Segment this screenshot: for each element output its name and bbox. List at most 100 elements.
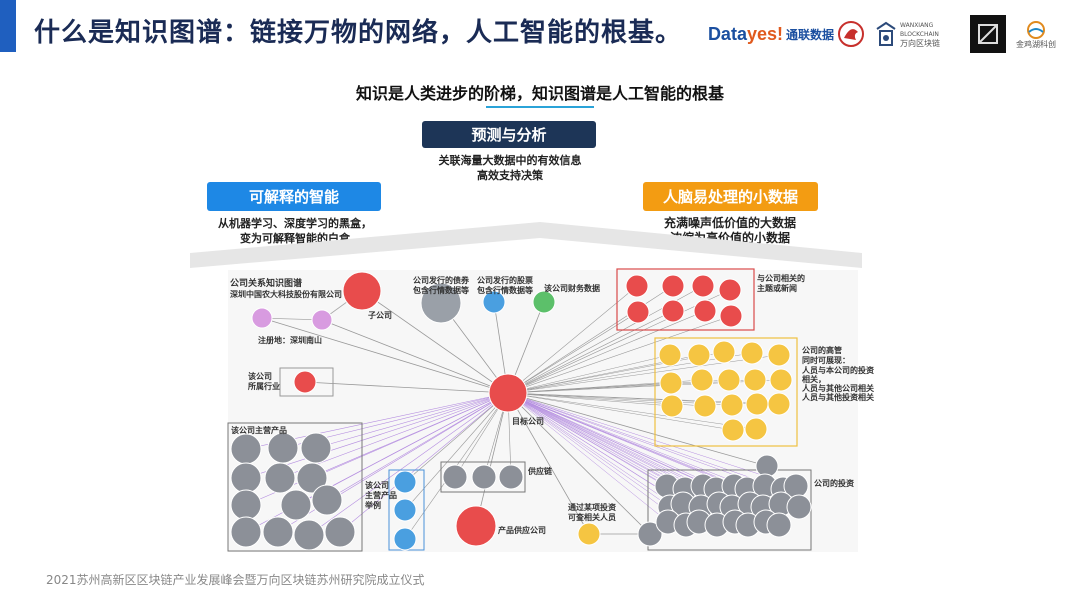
graph-edge	[404, 392, 509, 483]
graph-edge	[507, 310, 674, 394]
executive-node	[690, 368, 714, 392]
graph-edge	[507, 392, 673, 407]
graph-edge	[507, 392, 651, 535]
executive-node	[767, 392, 791, 416]
via-person-node	[577, 522, 601, 546]
graph-edge	[404, 392, 509, 511]
finance-label: 该公司财务数据	[544, 283, 600, 293]
product-node	[267, 432, 299, 464]
investment-node	[637, 521, 663, 547]
target-company-node	[488, 373, 528, 413]
slide-title: 什么是知识图谱：链接万物的网络，人工智能的根基。	[34, 18, 683, 48]
graph-edge	[507, 315, 732, 394]
executive-node	[721, 418, 745, 442]
execs-label-3: 人员与本公司的投资	[802, 365, 874, 375]
product-case-node	[393, 527, 417, 551]
small-data-badge: 人脑易处理的小数据	[643, 182, 818, 211]
product-node	[324, 516, 356, 548]
industry-node	[293, 370, 317, 394]
graph-edge	[507, 285, 638, 394]
company-name: 深圳中国农大科技股份有限公司	[230, 289, 342, 299]
product-cases-label-3: 举例	[364, 500, 381, 510]
graph-edge	[507, 392, 734, 431]
datayes-logo: Datayes! 通联数据	[708, 20, 865, 48]
bonds-label-2: 包含行情数据等	[412, 285, 469, 295]
graph-edge	[308, 392, 509, 536]
executive-node	[658, 343, 682, 367]
stocks-label-1: 公司发行的股票	[477, 275, 533, 285]
executive-node	[720, 393, 744, 417]
predict-caption: 关联海量大数据中的有效信息高效支持决策	[438, 154, 582, 182]
investment-node	[766, 512, 792, 538]
product-node	[230, 462, 262, 494]
news-node	[661, 299, 685, 323]
footer-event-name: 2021苏州高新区区块链产业发展峰会暨万向区块链苏州研究院成立仪式	[46, 573, 425, 587]
graph-edge	[361, 290, 509, 394]
executive-node	[745, 392, 769, 416]
product-node	[230, 433, 262, 465]
product-cases-label-1: 该公司	[365, 480, 389, 490]
cube-icon	[978, 24, 998, 44]
news-node	[661, 274, 685, 298]
graph-edge	[507, 392, 784, 490]
graph-edge	[507, 392, 757, 430]
product-case-node	[393, 470, 417, 494]
product-supplier-label: 产品供应公司	[498, 525, 546, 535]
subsidiary-node	[342, 271, 382, 311]
rooster-icon	[838, 21, 864, 47]
products-group-box	[227, 422, 363, 552]
news-node	[625, 274, 649, 298]
supply-chain-node	[442, 464, 468, 490]
graph-edge	[507, 310, 706, 394]
executive-node	[717, 368, 741, 392]
industry-label-1: 该公司	[248, 371, 272, 381]
graph-edge	[507, 392, 590, 535]
news-node	[719, 304, 743, 328]
product-node	[280, 489, 312, 521]
news-group-box	[616, 268, 755, 331]
graph-edge	[261, 317, 509, 394]
graph-edge	[507, 351, 725, 394]
news-label-2: 主题或新闻	[757, 283, 797, 293]
via-person-label-1: 通过某项投资	[568, 502, 616, 512]
finance-node	[532, 290, 556, 314]
investment-node	[786, 494, 812, 520]
logo-strip: Datayes! 通联数据 WANXIANG BLOCKCHAIN 万向区块链 …	[708, 14, 1056, 54]
graph-edge	[475, 392, 509, 527]
center-label: 目标公司	[512, 416, 544, 426]
graph-edge	[339, 392, 509, 533]
product-node	[311, 484, 343, 516]
news-label-1: 与公司相关的	[757, 273, 805, 283]
graph-edge	[304, 381, 509, 394]
graph-edge	[507, 392, 669, 523]
executive-node	[693, 394, 717, 418]
execs-group-box	[654, 337, 798, 447]
wanxiang-logo: WANXIANG BLOCKCHAIN 万向区块链	[875, 21, 960, 48]
graph-edge	[245, 392, 509, 479]
executive-node	[659, 371, 683, 395]
executive-node	[767, 343, 791, 367]
graph-title: 公司关系知识图谱	[230, 277, 302, 289]
product-node	[296, 462, 328, 494]
industry-box	[279, 367, 334, 397]
execs-label-2: 同时可展现：	[802, 355, 850, 365]
product-case-node	[393, 498, 417, 522]
industry-label-2: 所属行业	[247, 381, 280, 391]
products-label: 该公司主营产品	[231, 425, 287, 435]
graph-edge	[507, 354, 671, 394]
investments-label: 公司的投资	[814, 478, 854, 488]
graph-edge	[507, 354, 780, 394]
explainable-ai-badge: 可解释的智能	[207, 182, 381, 211]
bonds-node	[420, 282, 462, 324]
graph-edge	[326, 392, 509, 501]
dark-square-logo	[970, 15, 1006, 53]
supply-chain-node	[471, 464, 497, 490]
execs-label-4: 相关，	[802, 374, 826, 384]
registered-label: 注册地：深圳南山	[258, 335, 322, 345]
executive-node	[744, 417, 768, 441]
product-node	[262, 516, 294, 548]
supply-chain-box	[440, 461, 526, 493]
person-node	[251, 307, 273, 329]
subtitle-underline	[486, 106, 594, 108]
